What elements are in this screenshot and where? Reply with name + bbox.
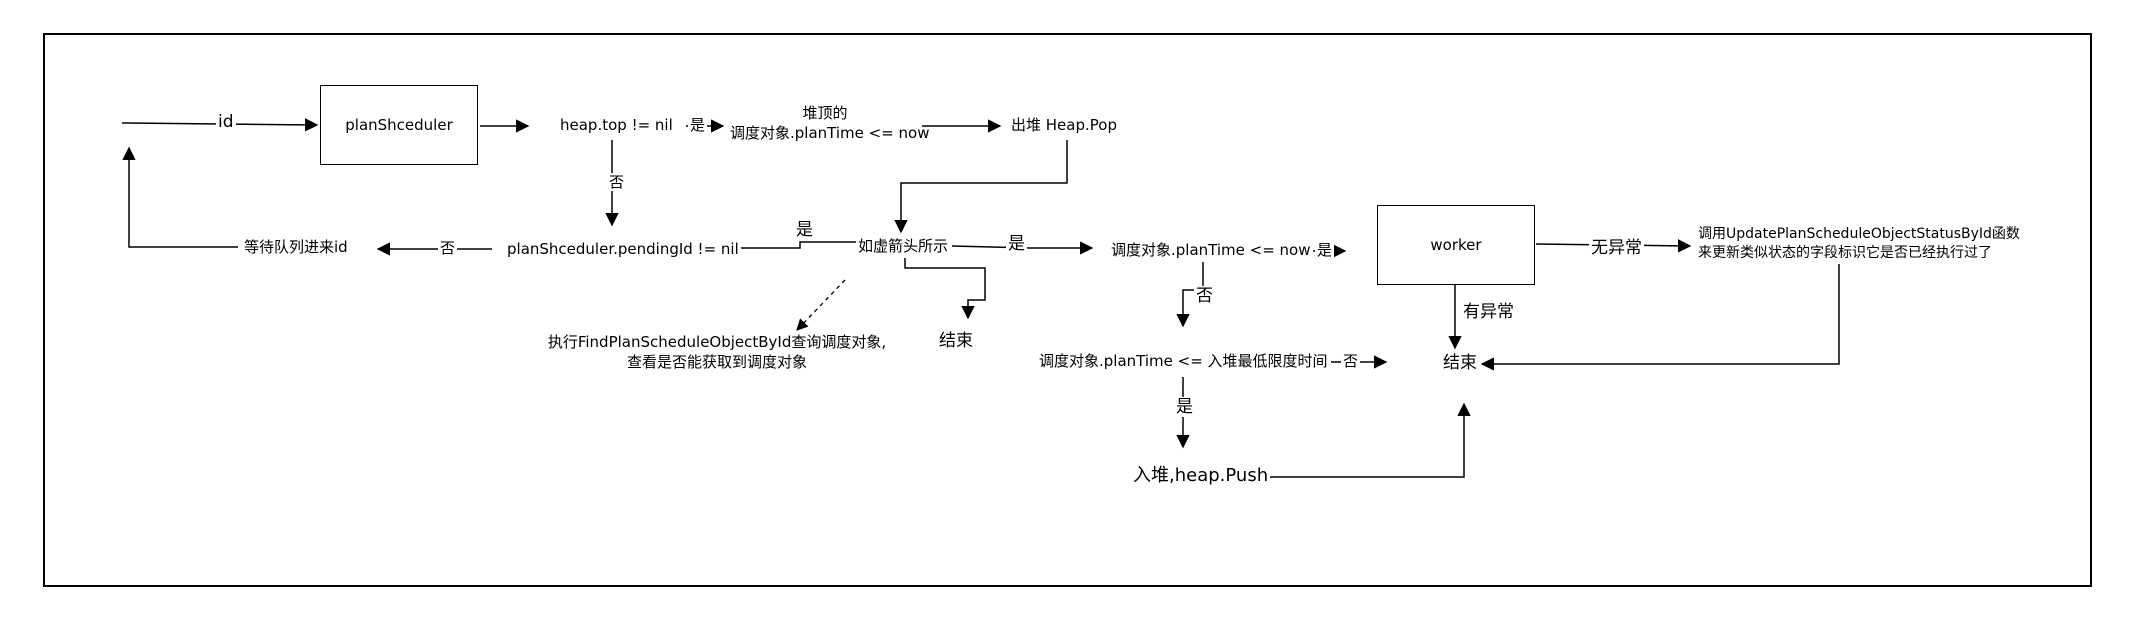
edge-label-id: id: [216, 112, 236, 133]
diagram-frame: [43, 33, 2092, 587]
edge-dashed-reference: [796, 279, 846, 331]
edge-label-heaptop-yes: 是: [688, 116, 708, 134]
edge-update-to-end: [1480, 264, 1840, 371]
edge-label-has-exception: 有异常: [1461, 302, 1516, 323]
pending-check-node: planShceduler.pendingId != nil: [505, 240, 741, 258]
edge-label-heaptop-no: 否: [607, 173, 627, 191]
edge-label-plantime-now-no: 否: [1194, 286, 1215, 307]
edge-pending-yes: [727, 241, 860, 249]
plantime-min-check: 调度对象.planTime <= 入堆最低限度时间: [1037, 352, 1330, 370]
edge-label-pending-yes: 是: [794, 220, 815, 241]
worker-box: worker: [1377, 205, 1535, 285]
heap-top-check: heap.top != nil: [558, 116, 675, 134]
edge-label-no-exception: 无异常: [1589, 238, 1644, 259]
scheduler-box: planShceduler: [320, 85, 478, 165]
push-heap-node: 入堆,heap.Push: [1131, 465, 1271, 487]
edge-plantime-now-no: [1176, 262, 1204, 328]
heap-top-plantime-line2: 调度对象.planTime <= now: [728, 124, 930, 142]
edge-label-plantime-min-no: 否: [1341, 352, 1361, 370]
dashed-ref-node: 如虚箭头所示: [856, 237, 951, 255]
edge-label-pending-no: 否: [438, 239, 458, 257]
heap-top-plantime-line1: 堆顶的: [728, 104, 922, 122]
scheduler-box-label: planShceduler: [345, 116, 453, 134]
edge-dashed-yes: [951, 241, 1094, 255]
edge-dashed-to-end: [904, 258, 986, 320]
end-right-node: 结束: [1441, 353, 1479, 374]
edge-label-dashed-yes: 是: [1006, 234, 1027, 255]
edge-push-to-end: [1268, 402, 1471, 478]
heap-pop-node: 出堆 Heap.Pop: [1009, 116, 1119, 134]
edge-pop-to-dashed: [894, 140, 1068, 234]
find-query-line2: 查看是否能获取到调度对象: [525, 353, 909, 371]
find-query-line1: 执行FindPlanScheduleObjectById查询调度对象,: [525, 333, 909, 351]
edge-wait-to-input: [122, 146, 238, 248]
update-status-line2: 来更新类似状态的字段标识它是否已经执行过了: [1696, 245, 1994, 262]
update-status-line1: 调用UpdatePlanScheduleObjectStatusById函数: [1696, 226, 2022, 243]
edge-label-plantime-min-yes: 是: [1174, 397, 1195, 418]
edge-label-plantime-now-yes: 是: [1315, 241, 1335, 259]
plantime-now-check: 调度对象.planTime <= now: [1109, 241, 1313, 259]
wait-queue-node: 等待队列进来id: [242, 238, 350, 256]
end-middle-node: 结束: [937, 331, 975, 352]
worker-box-label: worker: [1430, 236, 1482, 254]
